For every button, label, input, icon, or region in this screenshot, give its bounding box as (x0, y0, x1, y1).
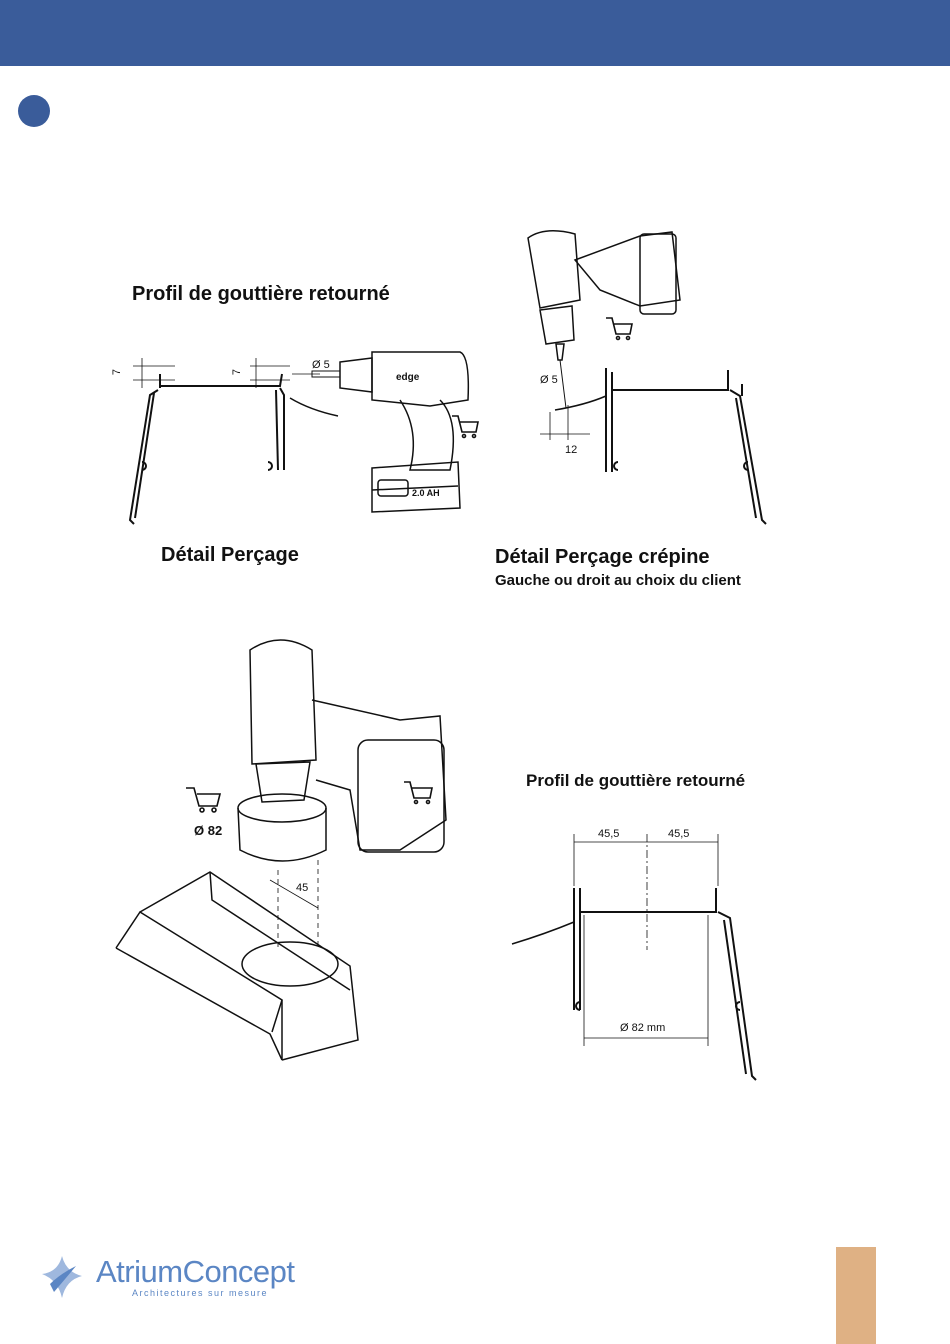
battery-label: 2.0 AH (412, 488, 440, 498)
caption-crepine-note: Gauche ou droit au choix du client (495, 572, 741, 589)
dimension-label: 45 (296, 882, 308, 894)
gutter-profile-bottom-right (512, 834, 756, 1080)
star-logo-icon (36, 1252, 88, 1304)
dimension-label: Ø 5 (312, 359, 330, 371)
caption-detail-percage: Détail Perçage (161, 544, 299, 567)
logo-tagline: Architectures sur mesure (132, 1288, 268, 1298)
dimension-label: Ø 82 mm (620, 1022, 665, 1034)
section-title-profile-bottom: Profil de gouttière retourné (526, 771, 745, 791)
section-title-profile-top: Profil de gouttière retourné (132, 283, 390, 306)
dimension-label: Ø 5 (540, 374, 558, 386)
dimension-label: 7 (231, 369, 243, 375)
dimension-label: 45,5 (598, 828, 619, 840)
page-tab (836, 1247, 876, 1344)
dimension-label: Ø 82 (194, 823, 222, 838)
dimension-label: 45,5 (668, 828, 689, 840)
gutter-section-3d (116, 860, 358, 1060)
dimension-label: 12 (565, 444, 577, 456)
dimension-label: 7 (111, 369, 123, 375)
drill-brand-label: edge (396, 372, 419, 383)
company-logo: AtriumConcept Architectures sur mesure (36, 1250, 306, 1310)
gutter-profile-top-left (130, 358, 340, 524)
caption-detail-crepine: Détail Perçage crépine (495, 546, 710, 569)
logo-name: AtriumConcept (96, 1254, 295, 1290)
hole-saw-drill-drawing (238, 640, 446, 861)
